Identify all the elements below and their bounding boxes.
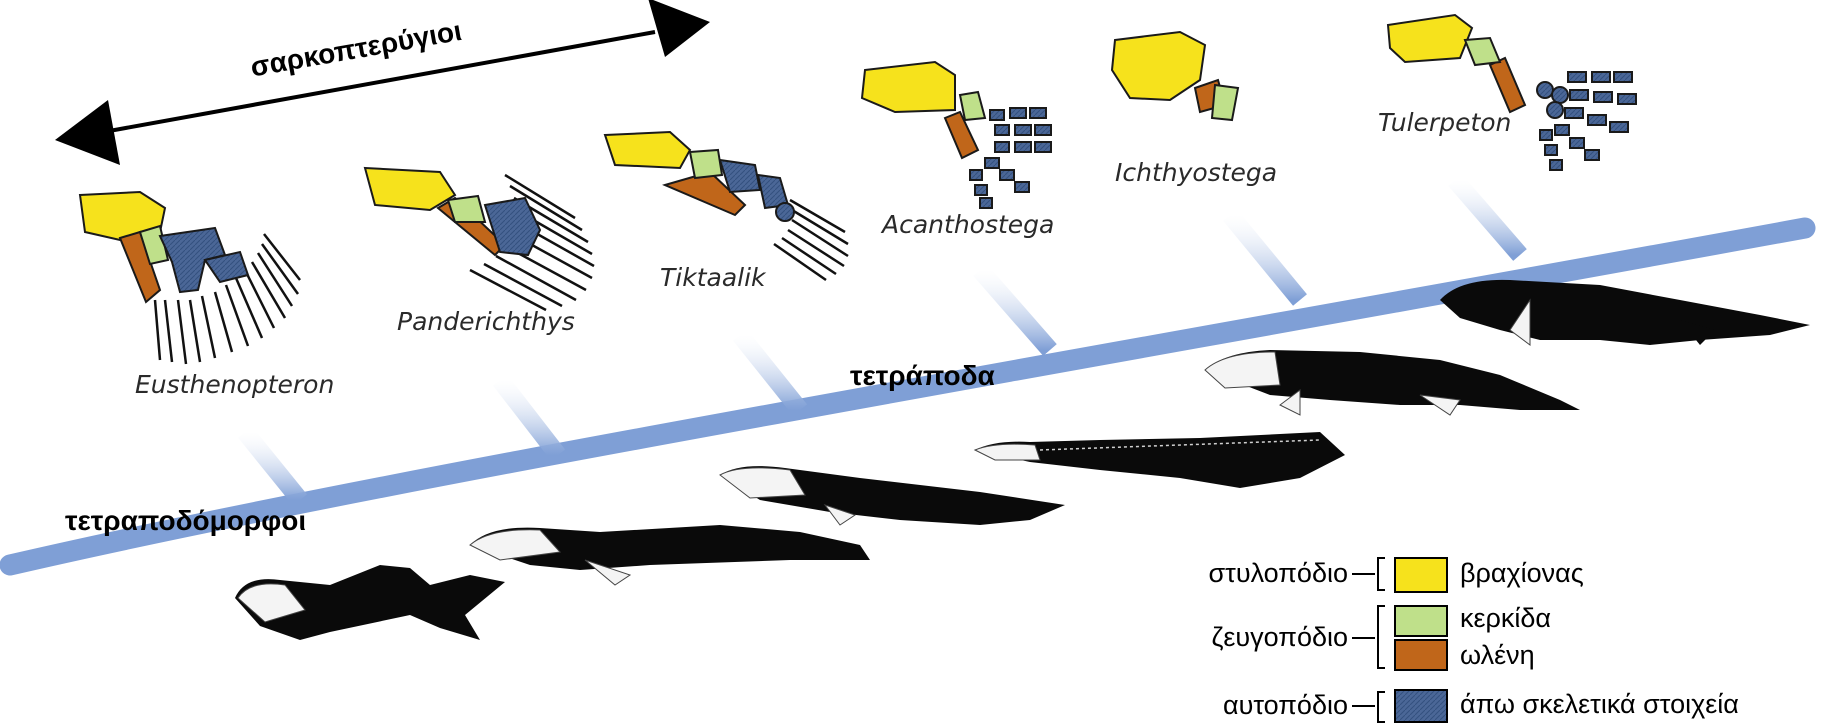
- taxon-label-acanthostega: Acanthostega: [882, 210, 1054, 239]
- tetrapods-label: τετράποδα: [850, 360, 995, 392]
- tree-branch-acanthostega: [980, 270, 1050, 350]
- limb-acanthostega: [862, 62, 1051, 208]
- legend-term-stylopodium: στυλοπόδιο: [1148, 558, 1348, 589]
- legend-item-radius: κερκίδα: [1460, 603, 1551, 634]
- legend-item-humerus: βραχίονας: [1460, 558, 1584, 589]
- taxon-label-ichthyostega: Ichthyostega: [1115, 158, 1277, 187]
- taxon-label-eusthenopteron: Eusthenopteron: [135, 370, 334, 399]
- silhouette-tulerpeton: [1440, 280, 1810, 345]
- tetrapodomorphs-label: τετραποδόμορφοι: [65, 505, 306, 537]
- legend-item-ulna: ωλένη: [1460, 640, 1535, 671]
- fin-panderichthys: [365, 168, 594, 310]
- limb-ichthyostega: [1112, 32, 1238, 120]
- legend-term-zeugopodium: ζευγοπόδιο: [1148, 622, 1348, 653]
- bracket-zeugopodium: [1352, 606, 1385, 668]
- taxon-label-tiktaalik: Tiktaalik: [660, 263, 766, 292]
- digits: [1537, 72, 1636, 170]
- silhouette-tiktaalik: [720, 466, 1065, 525]
- tree-branch-ichthyostega: [1230, 215, 1300, 300]
- tree-branch-tulerpeton: [1455, 180, 1520, 255]
- tree-branch-panderichthys: [500, 380, 558, 455]
- bracket-autopodium: [1352, 692, 1385, 722]
- taxon-label-panderichthys: Panderichthys: [397, 307, 575, 336]
- legend-item-distal: άπω σκελετικά στοιχεία: [1460, 689, 1739, 720]
- fin-eusthenopteron: [80, 192, 300, 364]
- legend-swatch-ulna: [1395, 640, 1447, 670]
- legend-swatch-radius: [1395, 606, 1447, 636]
- tree-branch-tiktaalik: [740, 335, 800, 410]
- limb-tulerpeton: [1388, 15, 1636, 170]
- silhouette-panderichthys: [470, 525, 870, 585]
- silhouette-eusthenopteron: [235, 565, 505, 640]
- legend-swatch-humerus: [1395, 558, 1447, 592]
- silhouette-ichthyostega: [1205, 350, 1580, 415]
- fin-tiktaalik: [605, 132, 848, 280]
- digits: [970, 108, 1051, 208]
- legend-term-autopodium: αυτοπόδιο: [1148, 690, 1348, 721]
- legend-swatch-distal: [1395, 690, 1447, 722]
- silhouette-acanthostega: [975, 432, 1345, 488]
- legend-graphics: [1352, 558, 1385, 722]
- tree-branch-eusthenopteron: [245, 432, 300, 500]
- taxon-label-tulerpeton: Tulerpeton: [1378, 108, 1511, 137]
- bracket-stylopodium: [1352, 558, 1385, 590]
